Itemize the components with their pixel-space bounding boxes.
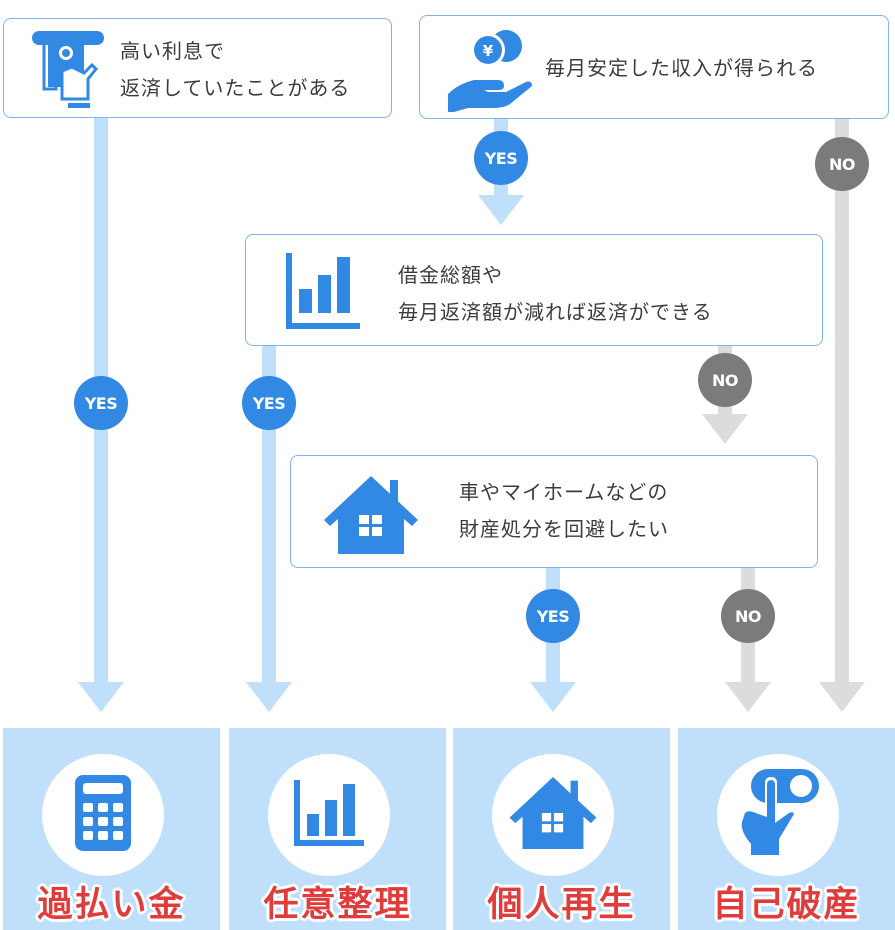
arrow-down-icon	[725, 682, 771, 712]
house-icon	[509, 777, 597, 853]
yes-badge: YES	[526, 589, 580, 643]
icon-circle	[268, 754, 390, 876]
yes-badge: YES	[242, 376, 296, 430]
bar-chart-icon	[286, 253, 360, 333]
result-label: 個人再生	[487, 885, 636, 925]
no-badge: NO	[698, 353, 752, 407]
question-text-line: 財産処分を回避したい	[459, 517, 669, 541]
atm-card-hand-icon	[32, 31, 104, 113]
question-text-line: 高い利息で	[120, 39, 225, 63]
question-box-reduced-debt: 借金総額や 毎月返済額が減れば返済ができる	[245, 234, 823, 346]
arrow-down-icon	[702, 414, 748, 444]
svg-text:¥: ¥	[483, 42, 494, 60]
result-individual-rehabilitation[interactable]: 個人再生	[453, 728, 670, 930]
question-box-high-interest: 高い利息で 返済していたことがある	[3, 18, 392, 118]
connector-q2-no	[835, 118, 849, 684]
result-label: 任意整理	[263, 885, 412, 925]
question-text-line: 毎月安定した収入が得られる	[545, 56, 818, 80]
result-voluntary-arrangement[interactable]: 任意整理	[229, 728, 446, 930]
arrow-down-icon	[530, 682, 576, 712]
icon-circle	[42, 754, 164, 876]
question-text-line: 車やマイホームなどの	[459, 480, 669, 504]
no-badge: NO	[815, 137, 869, 191]
icon-circle	[492, 754, 614, 876]
yes-badge: YES	[474, 131, 528, 185]
house-icon	[324, 476, 418, 558]
arrow-down-icon	[78, 682, 124, 712]
icon-circle	[717, 754, 839, 876]
question-text-line: 毎月返済額が減れば返済ができる	[398, 300, 713, 324]
bar-chart-icon	[294, 780, 364, 850]
arrow-down-icon	[246, 682, 292, 712]
question-box-avoid-asset-disposal: 車やマイホームなどの 財産処分を回避したい	[290, 455, 818, 568]
arrow-down-icon	[819, 682, 865, 712]
calculator-icon	[75, 775, 131, 855]
result-label: 自己破産	[712, 885, 861, 925]
yen-coin-hand-icon: ¥	[448, 28, 532, 116]
result-label: 過払い金	[37, 885, 186, 925]
arrow-down-icon	[478, 195, 524, 225]
question-text-line: 借金総額や	[398, 263, 503, 287]
finger-press-button-icon	[737, 769, 819, 861]
result-bankruptcy[interactable]: 自己破産	[678, 728, 895, 930]
question-box-stable-income: ¥ 毎月安定した収入が得られる	[419, 15, 889, 119]
no-badge: NO	[721, 589, 775, 643]
result-overpayment[interactable]: 過払い金	[3, 728, 220, 930]
yes-badge: YES	[74, 376, 128, 430]
question-text-line: 返済していたことがある	[120, 76, 351, 100]
